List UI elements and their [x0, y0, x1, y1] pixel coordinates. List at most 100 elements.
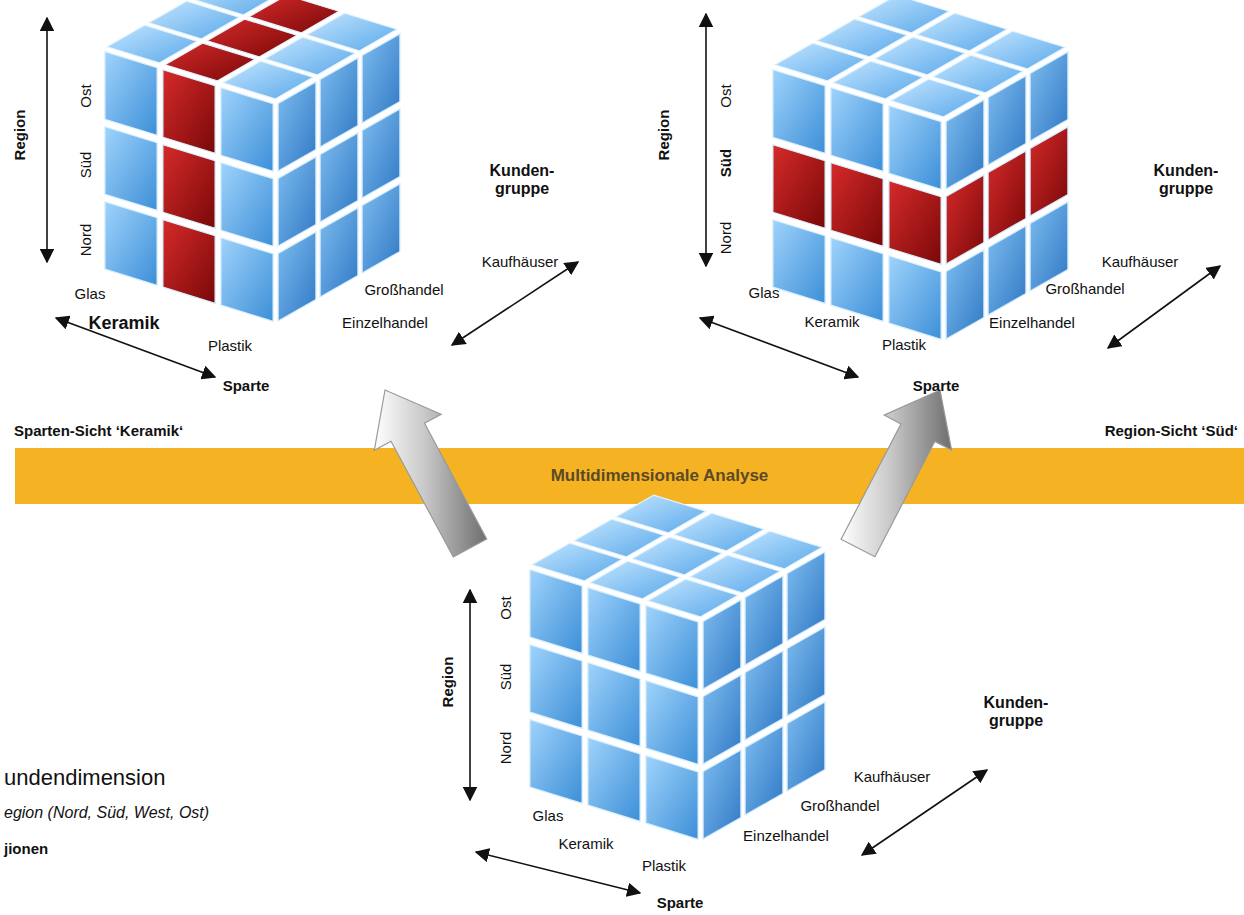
- cube-cell: [105, 202, 157, 286]
- axis-value: Großhandel: [800, 797, 879, 814]
- axis-arrow: [1108, 266, 1220, 348]
- band-title: Multidimensionale Analyse: [551, 466, 769, 486]
- side-note: egion (Nord, Süd, West, Ost): [4, 804, 209, 822]
- axis-arrow: [476, 852, 640, 893]
- cube-cell: [278, 82, 316, 171]
- view-title: Sparten-Sicht ‘Keramik‘: [14, 422, 183, 439]
- cube-cell: [278, 157, 316, 246]
- cube-cell: [362, 34, 400, 123]
- axis-arrow: [452, 262, 578, 345]
- axis-value: Süd: [717, 149, 734, 177]
- cube-cell: [831, 88, 883, 172]
- axis-value: Nord: [497, 732, 514, 765]
- cube-cell: [889, 106, 941, 190]
- cube-cell: [530, 645, 582, 729]
- axis-value: Keramik: [88, 313, 159, 334]
- axis-value: Plastik: [208, 337, 252, 354]
- axis-value: Süd: [497, 664, 514, 691]
- cube-cell: [787, 702, 825, 791]
- cube-cell: [703, 675, 741, 764]
- axis-value: Nord: [717, 222, 734, 255]
- axis-title: Kunden- gruppe: [482, 162, 562, 199]
- cube-cell: [221, 88, 273, 172]
- cube-cell: [773, 70, 825, 154]
- cube-cell: [530, 720, 582, 804]
- axis-arrow: [705, 14, 707, 266]
- axis-value: Kaufhäuser: [1102, 253, 1179, 270]
- cube-cell: [163, 145, 215, 229]
- cube-cell: [646, 756, 698, 840]
- cube-cell: [773, 220, 825, 304]
- axis-value: Kaufhäuser: [482, 253, 559, 270]
- cube-cell: [831, 163, 883, 247]
- cube-group: [105, 0, 1068, 839]
- cube-cell: [320, 58, 358, 147]
- cube-cell: [588, 738, 640, 822]
- cube-cell: [320, 208, 358, 297]
- cube-cell: [988, 226, 1026, 315]
- axis-title: Sparte: [913, 377, 960, 394]
- axis-arrows: [47, 14, 1220, 893]
- axis-value: Nord: [77, 224, 94, 257]
- cube-cell: [787, 627, 825, 716]
- cube-cell: [1030, 52, 1068, 141]
- cube-cell: [1030, 127, 1068, 216]
- cube-cell: [889, 256, 941, 340]
- cube-cell: [320, 133, 358, 222]
- axis-value: Großhandel: [1045, 280, 1124, 297]
- cube-cell: [278, 232, 316, 321]
- cube-cell: [745, 651, 783, 740]
- analysis-band: Multidimensionale Analyse: [15, 448, 1244, 504]
- cube-cell: [221, 163, 273, 247]
- axis-value: Großhandel: [364, 281, 443, 298]
- axis-arrow: [469, 590, 471, 800]
- cube-cell: [889, 181, 941, 265]
- cube-cell: [773, 145, 825, 229]
- cube-cell: [831, 238, 883, 322]
- cube-cell: [745, 726, 783, 815]
- axis-value: Einzelhandel: [989, 314, 1075, 331]
- cube-cell: [988, 151, 1026, 240]
- cube-cell: [703, 750, 741, 839]
- cube-cell: [530, 570, 582, 654]
- cube-cell: [163, 220, 215, 304]
- axis-value: Plastik: [642, 857, 686, 874]
- cube-cell: [745, 576, 783, 665]
- cube-cell: [946, 175, 984, 264]
- cube-cell: [946, 100, 984, 189]
- view-arrows: [374, 390, 951, 557]
- axis-title: Region: [655, 110, 672, 161]
- cube-cell: [588, 663, 640, 747]
- cube-cell: [646, 606, 698, 690]
- cube-cell: [362, 109, 400, 198]
- axis-value: Ost: [497, 596, 514, 619]
- cube-cell: [787, 552, 825, 641]
- view-arrow: [374, 390, 486, 557]
- axis-value: Keramik: [804, 313, 859, 330]
- axis-title: Region: [11, 110, 28, 161]
- axis-value: Glas: [749, 284, 780, 301]
- axis-arrow: [46, 18, 48, 262]
- cube-cell: [946, 250, 984, 339]
- cube-cell: [362, 184, 400, 273]
- axis-value: Kaufhäuser: [854, 768, 931, 785]
- axis-value: Einzelhandel: [743, 827, 829, 844]
- axis-value: Süd: [77, 152, 94, 179]
- cube-cell: [221, 238, 273, 322]
- view-arrow: [841, 390, 952, 557]
- side-note: undendimension: [4, 765, 165, 790]
- axis-title: Sparte: [657, 894, 704, 911]
- view-title: Region-Sicht ‘Süd‘: [1105, 422, 1238, 439]
- axis-title: Sparte: [223, 377, 270, 394]
- side-note: jionen: [4, 840, 48, 857]
- cube-cell: [105, 52, 157, 136]
- cube-cell: [988, 76, 1026, 165]
- analysis-band-fill: [15, 448, 1244, 504]
- axis-value: Einzelhandel: [342, 314, 428, 331]
- cube-cell: [105, 127, 157, 211]
- axis-value: Glas: [533, 807, 564, 824]
- cube-cell: [703, 600, 741, 689]
- axis-title: Region: [439, 657, 456, 708]
- axis-value: Ost: [77, 84, 94, 107]
- cube-cell: [646, 681, 698, 765]
